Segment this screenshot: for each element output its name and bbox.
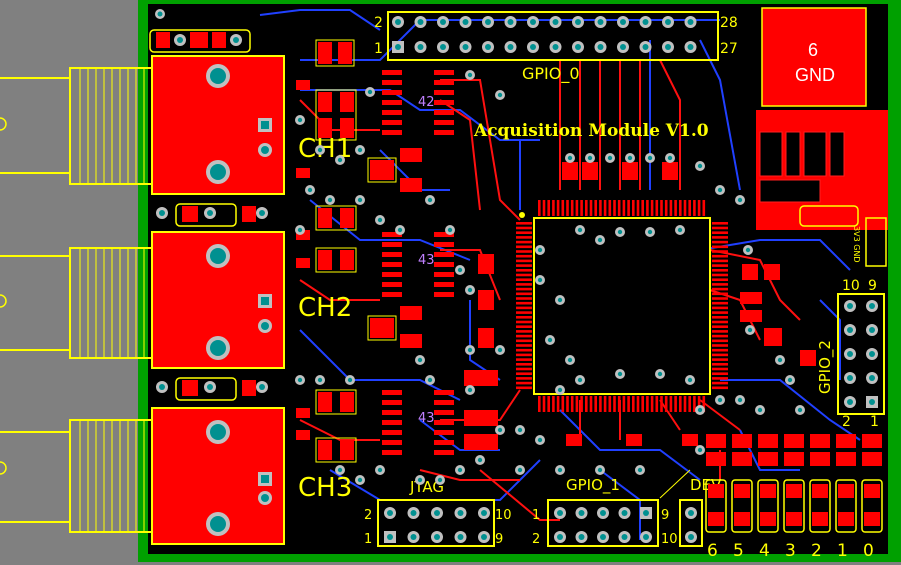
power-label: 3V3 GND bbox=[852, 226, 861, 263]
main-ic bbox=[516, 200, 728, 412]
header-gpio2 bbox=[837, 293, 885, 415]
opamp-ic-2 bbox=[382, 232, 454, 297]
opamp-1-label: 42 bbox=[418, 95, 435, 110]
header-dev bbox=[679, 499, 703, 547]
led-number-1: 1 bbox=[837, 541, 848, 561]
gnd-pad-number: 6 bbox=[808, 40, 818, 60]
gpio1-pin-2: 2 bbox=[532, 532, 540, 547]
gnd-pad bbox=[761, 7, 867, 107]
gpio2-pin-1: 1 bbox=[870, 414, 879, 430]
connector-pad-ch2 bbox=[151, 231, 285, 369]
channel-label-ch3: CH3 bbox=[298, 473, 352, 503]
gpio0-pin-27: 27 bbox=[720, 41, 738, 57]
opamp-ic-3 bbox=[382, 390, 454, 455]
passives-mid-left bbox=[156, 203, 268, 227]
jtag-pin-9: 9 bbox=[495, 532, 503, 547]
led-number-3: 3 bbox=[785, 541, 796, 561]
passives-top-left bbox=[149, 9, 251, 53]
led-bank bbox=[705, 434, 883, 533]
gnd-pad-label: GND bbox=[795, 65, 835, 85]
header-gpio0 bbox=[387, 11, 719, 61]
opamp-3-label: 43 bbox=[418, 411, 435, 426]
jtag-pin-2: 2 bbox=[364, 508, 372, 523]
channel-passives bbox=[296, 42, 422, 460]
board-title: Acquisition Module V1.0 bbox=[473, 121, 709, 141]
gpio2-pin-10: 10 bbox=[842, 278, 860, 294]
connector-arcs bbox=[0, 117, 7, 475]
power-area bbox=[756, 110, 888, 267]
passives-low-left bbox=[156, 377, 268, 401]
jtag-pin-1: 1 bbox=[364, 532, 372, 547]
led-number-0: 0 bbox=[863, 541, 874, 561]
gpio0-pin-1: 1 bbox=[374, 41, 383, 57]
gpio0-label: GPIO_0 bbox=[522, 64, 580, 84]
gpio2-label: GPIO_2 bbox=[816, 340, 835, 394]
opamp-ic-1 bbox=[382, 70, 454, 135]
gpio1-pin-1: 1 bbox=[532, 508, 540, 523]
gpio1-dev-divider bbox=[659, 469, 691, 499]
led-number-6: 6 bbox=[707, 541, 718, 561]
gpio0-pin-28: 28 bbox=[720, 15, 738, 31]
vias bbox=[295, 70, 805, 485]
gpio1-label: GPIO_1 bbox=[566, 476, 620, 495]
led-number-4: 4 bbox=[759, 541, 770, 561]
sma-connector-ch2 bbox=[0, 247, 153, 359]
led-number-5: 5 bbox=[733, 541, 744, 561]
header-gpio1 bbox=[547, 499, 659, 547]
connector-pad-ch3 bbox=[151, 407, 285, 545]
jtag-pin-10: 10 bbox=[495, 508, 512, 523]
adc-passives bbox=[464, 162, 816, 450]
gpio2-pin-9: 9 bbox=[868, 278, 877, 294]
sma-connector-ch3 bbox=[0, 419, 153, 533]
gpio1-pin-9: 9 bbox=[661, 508, 669, 523]
opamp-2-label: 43 bbox=[418, 253, 435, 268]
connector-pad-ch1 bbox=[151, 55, 285, 195]
channel-label-ch2: CH2 bbox=[298, 293, 352, 323]
gpio0-pin-2: 2 bbox=[374, 15, 383, 31]
header-jtag bbox=[377, 499, 495, 547]
gpio2-pin-2: 2 bbox=[842, 414, 851, 430]
gpio1-pin-10: 10 bbox=[661, 532, 678, 547]
led-number-2: 2 bbox=[811, 541, 822, 561]
channel-passive-outlines bbox=[315, 39, 397, 463]
